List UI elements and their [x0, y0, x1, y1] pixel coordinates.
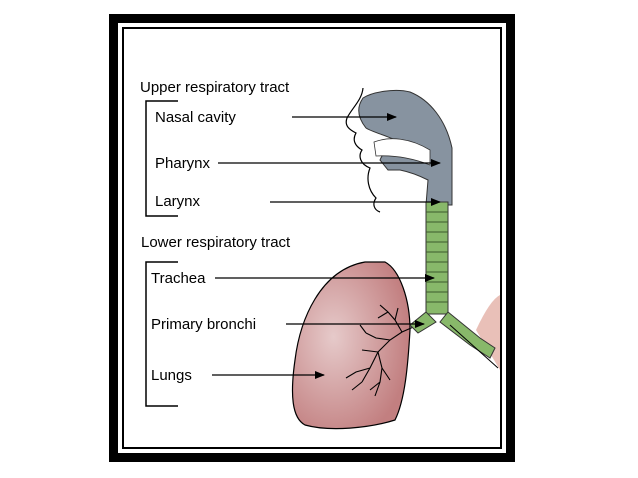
- upper-tract-bracket: [145, 100, 178, 217]
- face-profile: [345, 87, 381, 213]
- lung-shape: [291, 261, 411, 430]
- larynx-label: Larynx: [155, 193, 201, 210]
- body-outline: [449, 324, 499, 369]
- upper-tract-heading: Upper respiratory tract: [140, 79, 290, 96]
- shoulder-shape: [476, 295, 500, 370]
- lower-tract-heading: Lower respiratory tract: [141, 234, 291, 251]
- pharynx-label: Pharynx: [155, 155, 211, 172]
- primary-bronchi-label: Primary bronchi: [151, 316, 256, 333]
- right-bronchus-shape: [439, 311, 496, 359]
- nasal-cavity-label: Nasal cavity: [155, 109, 236, 126]
- trachea-rings: [426, 211, 448, 303]
- trachea-shape: [425, 201, 449, 315]
- lower-tract-bracket: [145, 261, 178, 407]
- trachea-label: Trachea: [151, 270, 206, 287]
- bronchial-tree: [345, 304, 419, 397]
- oral-cavity-shape: [373, 138, 431, 166]
- lungs-label: Lungs: [151, 367, 192, 384]
